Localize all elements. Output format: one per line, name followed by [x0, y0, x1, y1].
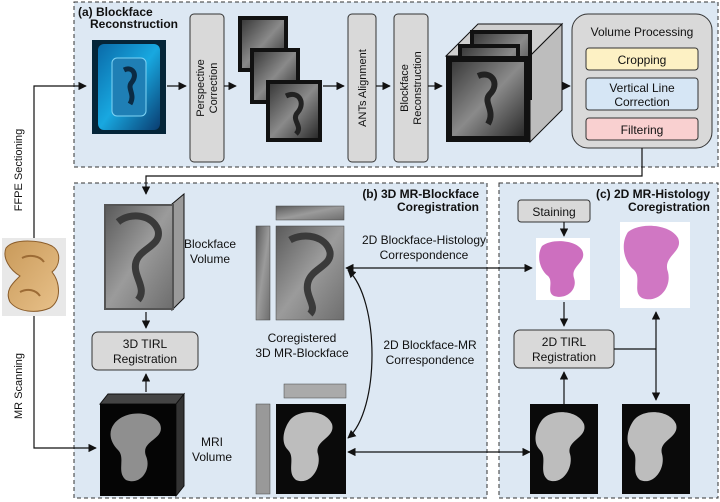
corrected-image-stack [238, 16, 322, 142]
blockface-volume-label-1: Blockface [184, 237, 236, 251]
bh-correspondence-label-2: Correspondence [380, 248, 469, 262]
coregistered-blockface-views [255, 205, 345, 321]
reconstructed-volume-cube [444, 22, 564, 144]
ffpe-sectioning-label: FFPE Sectioning [13, 129, 25, 212]
panel-a-title: (a) Blockface [78, 5, 153, 19]
coregistered-label-2: 3D MR-Blockface [255, 346, 349, 360]
coregistered-mr-views [255, 383, 347, 495]
arrow-mr-scanning [33, 316, 97, 453]
staining-step [517, 199, 591, 223]
vertical-line-correction-step [585, 77, 699, 111]
mri-volume-label-2: Volume [192, 450, 232, 464]
histology-slide-image [536, 238, 590, 300]
panel-a-subtitle: Reconstruction [90, 17, 178, 31]
filtering-step [585, 117, 699, 141]
registered-histology-image [620, 222, 690, 308]
arrow-blockface-mr-correspondence-curve [347, 269, 373, 439]
blockface-reconstruction-line2: Reconstruction [412, 51, 424, 124]
volume-processing-title: Volume Processing [591, 25, 694, 39]
perspective-correction-step [189, 13, 225, 163]
tirl2d-label-2: Registration [532, 350, 596, 364]
mr-slice-image [530, 404, 598, 494]
tirl3d-label-1: 3D TIRL [123, 337, 168, 351]
ants-alignment-step [347, 13, 377, 163]
staining-label: Staining [532, 205, 575, 219]
bh-correspondence-label-1: 2D Blockface-Histology [362, 233, 486, 247]
mr-scanning-label: MR Scanning [13, 353, 25, 419]
tirl3d-label-2: Registration [113, 352, 177, 366]
panel-c-title: (c) 2D MR-Histology [596, 187, 710, 201]
blockface-volume-image [104, 192, 185, 312]
blockface-volume-label-2: Volume [190, 252, 230, 266]
perspective-correction-line2: Correction [208, 63, 220, 114]
tirl3d-registration-step [91, 331, 199, 371]
bmr-correspondence-label-2: Correspondence [386, 353, 475, 367]
perspective-correction-line1: Perspective [195, 59, 207, 116]
tissue-photo [2, 238, 66, 316]
panel-c-subtitle: Coregistration [628, 200, 710, 214]
blockface-reconstruction-line1: Blockface [399, 64, 411, 112]
registered-mr-slice-image [622, 404, 690, 494]
filtering-label: Filtering [621, 123, 664, 137]
ants-alignment-label: ANTs Alignment [357, 49, 369, 127]
vertical-line-label-1: Vertical Line [609, 81, 675, 95]
mri-volume-image [98, 392, 186, 498]
cropping-label: Cropping [618, 53, 667, 67]
arrow-processing-to-blockface-volume [141, 148, 643, 195]
tirl2d-label-1: 2D TIRL [542, 335, 587, 349]
cropping-step [585, 47, 699, 71]
mri-volume-label-1: MRI [201, 435, 223, 449]
arrow-ffpe [33, 81, 87, 238]
panel-b-title: (b) 3D MR-Blockface [362, 187, 479, 201]
vertical-line-label-2: Correction [614, 95, 669, 109]
panel-b-subtitle: Coregistration [397, 200, 479, 214]
coregistered-label-1: Coregistered [268, 331, 337, 345]
blockface-reconstruction-step [393, 13, 429, 163]
blockface-raw-photo [92, 40, 166, 134]
bmr-correspondence-label-1: 2D Blockface-MR [383, 338, 477, 352]
